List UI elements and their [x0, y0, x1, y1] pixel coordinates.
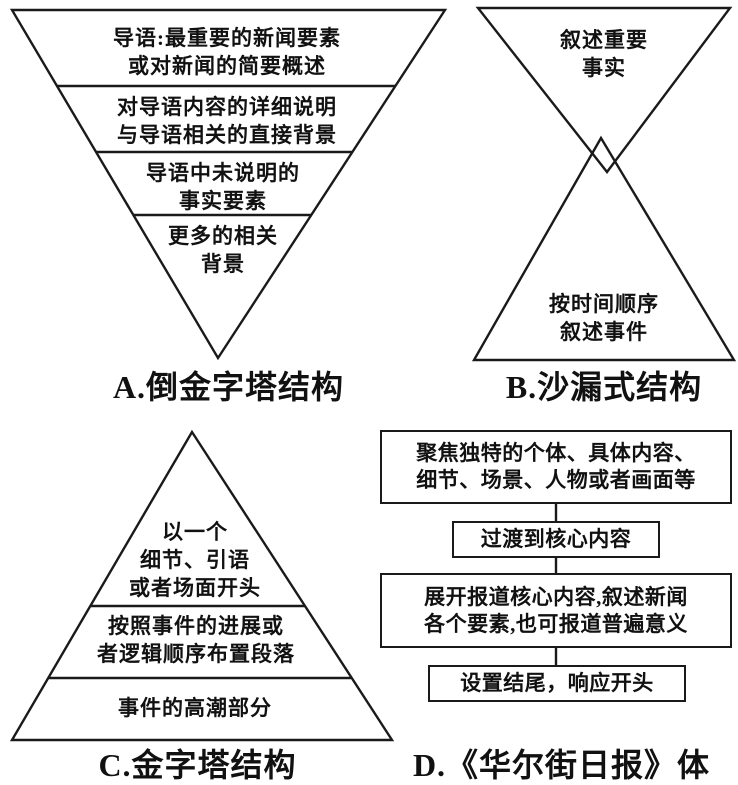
- inverted-pyramid-section-4-line-2: 背景: [201, 252, 245, 276]
- inverted-pyramid-section-3: 导语中未说明的 事实要素: [128, 159, 318, 215]
- hourglass-bottom-line-1: 按时间顺序: [549, 292, 659, 316]
- hourglass-bottom-line-2: 叙述事件: [560, 320, 648, 344]
- flow-box-4: 设置结尾，响应开头: [428, 665, 686, 702]
- inverted-pyramid-section-2-line-2: 与导语相关的直接背景: [117, 123, 337, 147]
- flow-box-3: 展开报道核心内容,叙述新闻 各个要素,也可报道普遍意义: [380, 573, 732, 648]
- inverted-pyramid-section-2: 对导语内容的详细说明 与导语相关的直接背景: [94, 93, 360, 149]
- inverted-pyramid-section-1-line-1: 导语:最重要的新闻要素: [113, 26, 341, 50]
- flow-box-3-line-2: 各个要素,也可报道普遍意义: [424, 611, 688, 636]
- hourglass-top-shape: [475, 6, 733, 174]
- inverted-pyramid-section-3-line-2: 事实要素: [179, 189, 267, 213]
- inverted-pyramid-section-1: 导语:最重要的新闻要素 或对新闻的简要概述: [57, 24, 397, 80]
- pyramid-label: C.金字塔结构: [98, 747, 297, 783]
- pyramid-section-2: 按照事件的进展或 者逻辑顺序布置段落: [50, 612, 342, 668]
- hourglass-bottom-text: 按时间顺序 叙述事件: [504, 290, 704, 346]
- inverted-pyramid-shape: [9, 8, 448, 361]
- hourglass-top-text: 叙述重要 事实: [504, 26, 704, 82]
- inverted-pyramid-section-4: 更多的相关 背景: [143, 222, 303, 278]
- inverted-pyramid-section-1-line-2: 或对新闻的简要概述: [128, 54, 326, 78]
- hourglass-label: B.沙漏式结构: [505, 369, 703, 405]
- inverted-pyramid-section-4-line-1: 更多的相关: [168, 224, 278, 248]
- flow-box-4-line-1: 设置结尾，响应开头: [460, 671, 654, 695]
- pyramid-section-3-line-1: 事件的高潮部分: [118, 696, 272, 720]
- hourglass-top-line-2: 事实: [582, 56, 626, 80]
- hourglass-top-line-1: 叙述重要: [560, 28, 648, 52]
- flow-box-3-line-1: 展开报道核心内容,叙述新闻: [424, 584, 688, 609]
- flow-box-1-line-2: 细节、场景、人物或者画面等: [416, 468, 696, 492]
- pyramid-section-1-line-3: 或者场面开头: [129, 576, 261, 600]
- wall-street-journal-label: D.《华尔街日报》体: [412, 747, 711, 783]
- inverted-pyramid-section-3-line-1: 导语中未说明的: [146, 161, 300, 185]
- inverted-pyramid-section-2-line-1: 对导语内容的详细说明: [117, 95, 337, 119]
- pyramid-section-2-line-2: 者逻辑顺序布置段落: [97, 642, 295, 666]
- pyramid-section-3: 事件的高潮部分: [45, 694, 345, 722]
- hourglass-bottom-shape: [471, 135, 737, 362]
- flow-box-1-line-1: 聚焦独特的个体、具体内容、: [416, 441, 696, 465]
- flow-box-2: 过渡到核心内容: [452, 521, 660, 558]
- flow-box-2-line-1: 过渡到核心内容: [480, 527, 632, 551]
- flow-box-1: 聚焦独特的个体、具体内容、 细节、场景、人物或者画面等: [380, 430, 732, 504]
- pyramid-shape: [9, 429, 395, 742]
- pyramid-section-1-line-2: 细节、引语: [140, 548, 250, 572]
- pyramid-section-1-line-1: 以一个: [162, 520, 228, 544]
- pyramid-section-1: 以一个 细节、引语 或者场面开头: [95, 518, 295, 602]
- pyramid-section-2-line-1: 按照事件的进展或: [108, 614, 284, 638]
- inverted-pyramid-label: A.倒金字塔结构: [112, 369, 345, 405]
